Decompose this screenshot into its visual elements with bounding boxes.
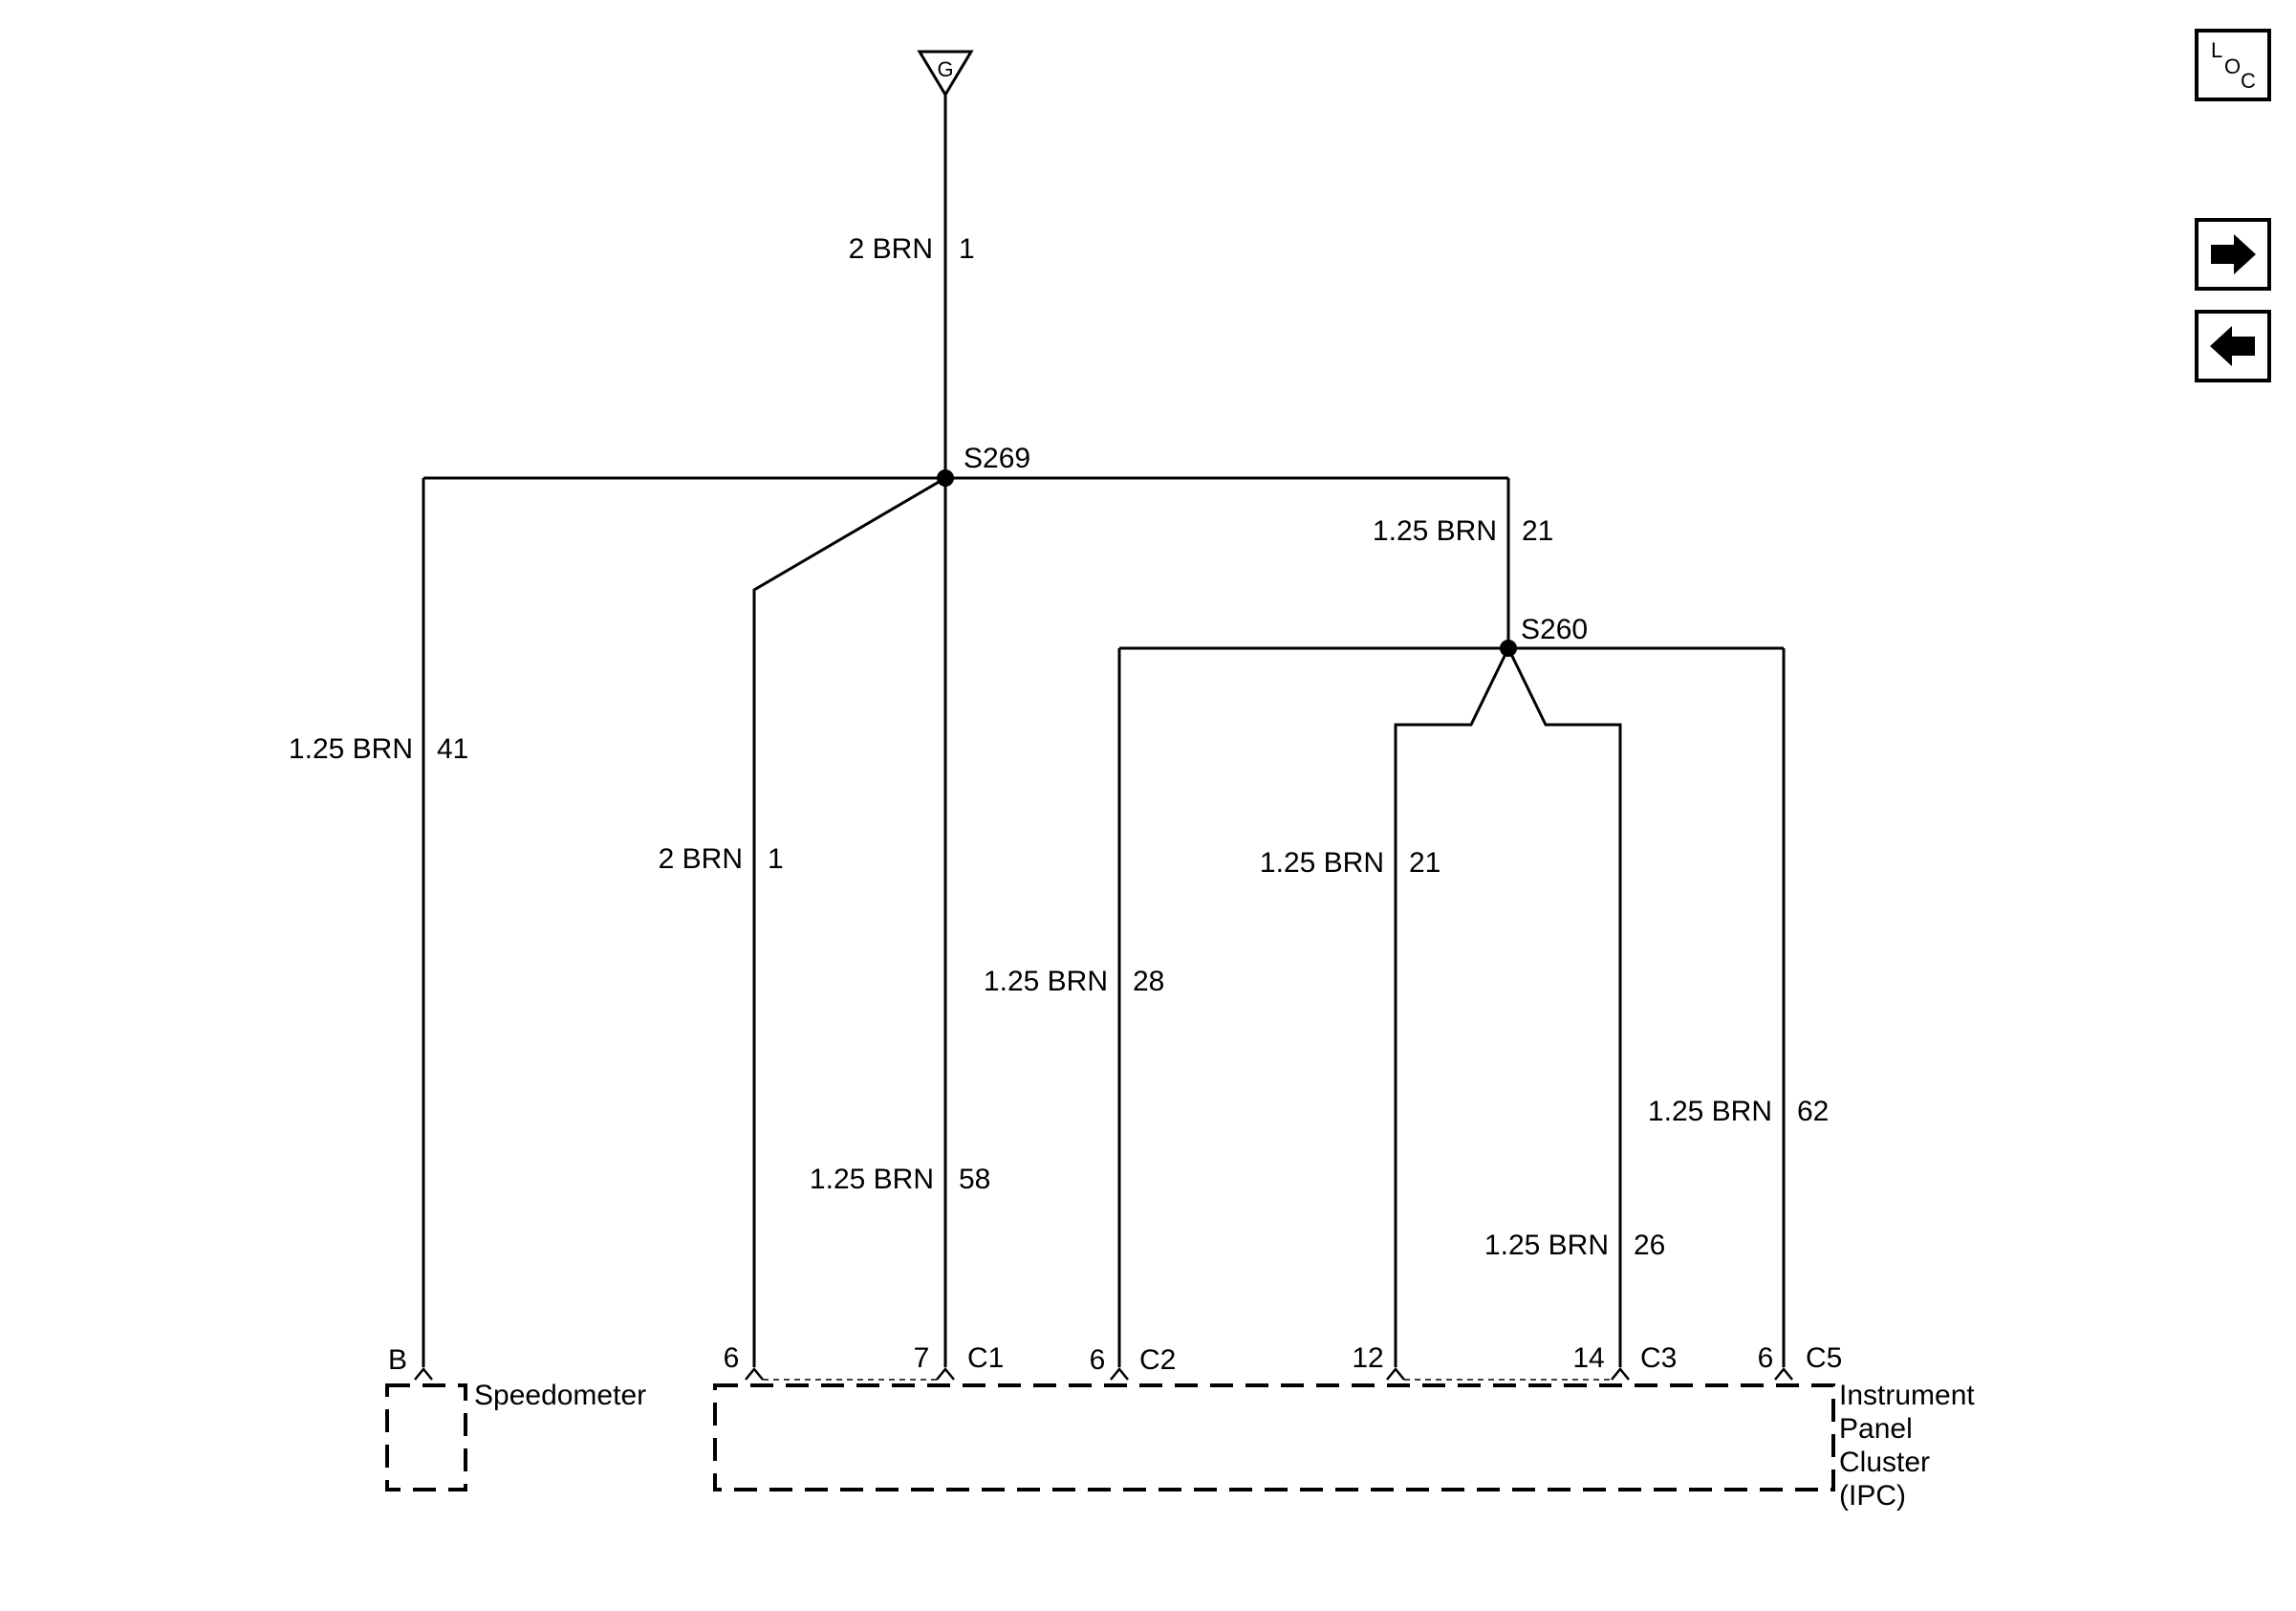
wire-gauge-label: 2 BRN xyxy=(659,843,743,875)
ipc-label-line: (IPC) xyxy=(1839,1480,1906,1512)
pin-labels: B 6 7 C1 6 C2 12 14 C3 6 C5 xyxy=(388,1342,1842,1376)
pin-terminal xyxy=(414,1367,433,1381)
pin-terminals xyxy=(414,1367,1793,1381)
wire-gauge-label: 1.25 BRN xyxy=(1648,1096,1772,1127)
wire-circuit-label: 1 xyxy=(768,843,784,875)
wire-gauge-label: 1.25 BRN xyxy=(1373,515,1497,547)
pin-number-label: 7 xyxy=(914,1342,930,1374)
ground-label: G xyxy=(937,57,953,81)
pin-terminal xyxy=(1774,1367,1793,1381)
ipc-label-line: Panel xyxy=(1839,1413,1913,1445)
pin-number-label: 12 xyxy=(1352,1342,1383,1374)
wire-circuit-label: 21 xyxy=(1522,515,1553,547)
wire-circuit-label: 41 xyxy=(437,733,468,765)
speedometer-pin-label: B xyxy=(388,1344,407,1376)
wire-gauge-label: 2 BRN xyxy=(849,233,933,265)
pin-terminal xyxy=(1611,1367,1630,1381)
pin-terminal xyxy=(936,1367,955,1381)
splice-s269-label: S269 xyxy=(964,443,1030,474)
ipc-label-line: Instrument xyxy=(1839,1380,1975,1411)
connector-c2-label: C2 xyxy=(1139,1344,1176,1376)
wire-circuit-label: 58 xyxy=(959,1164,990,1195)
pin-number-label: 6 xyxy=(1758,1342,1774,1374)
loc-letter-o: O xyxy=(2224,54,2241,78)
ground-symbol: G xyxy=(917,50,974,98)
pin-terminal xyxy=(1386,1367,1405,1381)
splice-s260: S260 xyxy=(1500,614,1588,657)
wire-circuit-label: 21 xyxy=(1409,847,1440,879)
pin-terminal xyxy=(745,1367,764,1381)
connector-c3-label: C3 xyxy=(1640,1342,1677,1374)
connector-c1-label: C1 xyxy=(967,1342,1004,1374)
wire-gauge-label: 1.25 BRN xyxy=(1484,1230,1609,1261)
loc-letter-c: C xyxy=(2241,69,2256,93)
wire-gauge-label: 1.25 BRN xyxy=(810,1164,934,1195)
wire-c3-pin12 xyxy=(1394,647,1510,1367)
wire-labels: 2 BRN 1 1.25 BRN 41 2 BRN 1 1.25 BRN 58 … xyxy=(289,233,1829,1261)
wire-gauge-label: 1.25 BRN xyxy=(289,733,413,765)
wire-gauge-label: 1.25 BRN xyxy=(1260,847,1384,879)
ipc-component: Instrument Panel Cluster (IPC) xyxy=(713,1380,1975,1512)
splice-s260-label: S260 xyxy=(1521,614,1588,645)
loc-button[interactable]: L O C xyxy=(2195,29,2271,101)
loc-letter-l: L xyxy=(2211,38,2222,62)
wire-gauge-label: 1.25 BRN xyxy=(984,966,1108,997)
speedometer-label: Speedometer xyxy=(474,1380,646,1411)
forward-button[interactable] xyxy=(2195,218,2271,291)
wire-circuit-label: 62 xyxy=(1797,1096,1829,1127)
wire-circuit-label: 26 xyxy=(1634,1230,1665,1261)
wire-c3-pin14 xyxy=(1506,647,1622,1367)
wire-circuit-label: 28 xyxy=(1133,966,1164,997)
arrow-right-icon xyxy=(2211,234,2256,274)
pin-number-label: 14 xyxy=(1572,1342,1604,1374)
pin-terminal xyxy=(1110,1367,1129,1381)
wire-c1-pin6 xyxy=(752,476,946,1367)
ipc-label-line: Cluster xyxy=(1839,1447,1930,1478)
pin-number-label: 6 xyxy=(1090,1344,1106,1376)
connector-c5-label: C5 xyxy=(1806,1342,1842,1374)
back-button[interactable] xyxy=(2195,310,2271,382)
splice-s269: S269 xyxy=(937,443,1030,487)
pin-number-label: 6 xyxy=(724,1342,740,1374)
arrow-left-icon xyxy=(2210,326,2255,366)
wire-circuit-label: 1 xyxy=(959,233,975,265)
speedometer-component: Speedometer xyxy=(385,1380,646,1491)
wires xyxy=(422,95,1786,1367)
